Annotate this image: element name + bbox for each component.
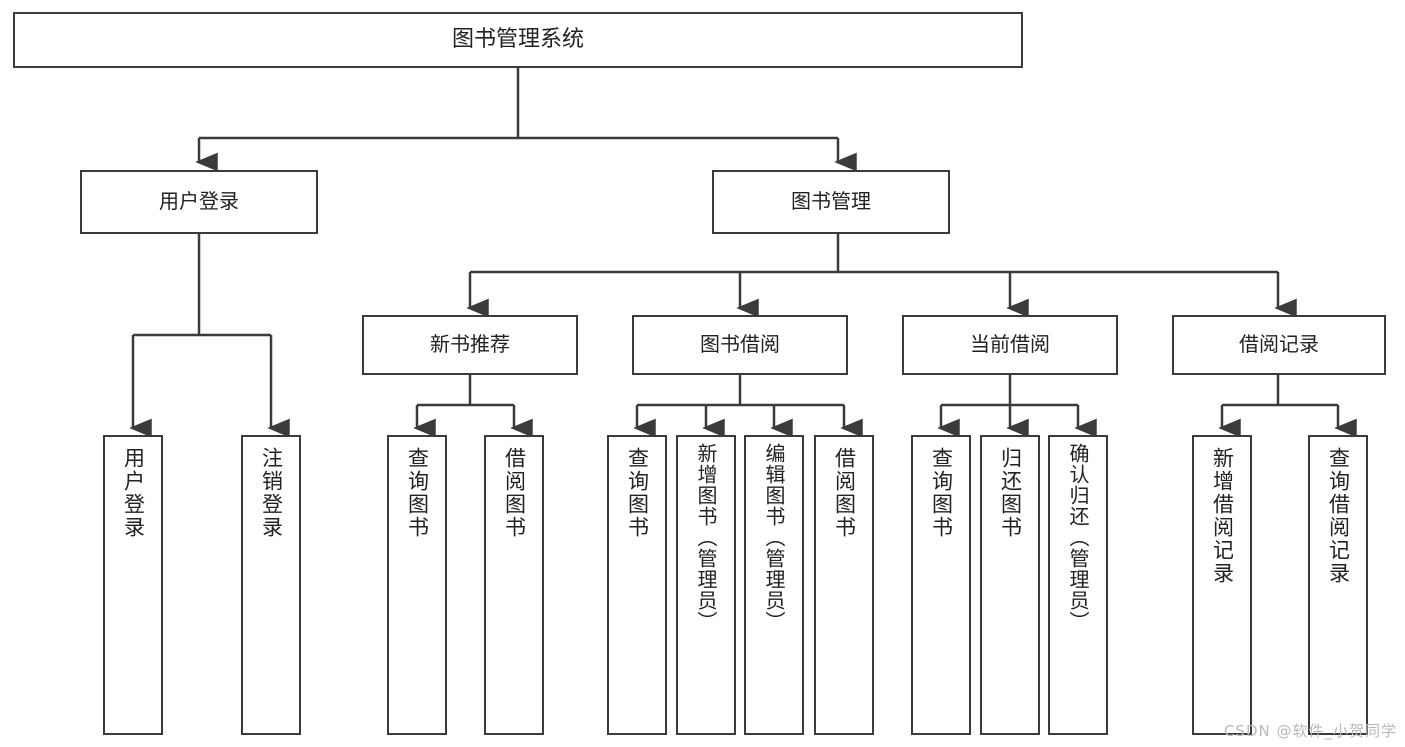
node-leaf-query-book-3[interactable]: 查询图书	[911, 435, 971, 735]
node-leaf-confirm-return-label: 确认归还（管理员）	[1066, 443, 1090, 632]
node-leaf-add-book-label: 新增图书（管理员）	[694, 443, 718, 632]
node-leaf-borrow-book-2[interactable]: 借阅图书	[814, 435, 874, 735]
node-leaf-user-login-label: 用户登录	[121, 447, 146, 539]
node-user-login-label: 用户登录	[159, 189, 239, 214]
node-new-book-recommend[interactable]: 新书推荐	[362, 315, 578, 375]
node-book-manage[interactable]: 图书管理	[712, 170, 950, 234]
node-leaf-borrow-book-2-label: 借阅图书	[832, 447, 857, 539]
node-leaf-edit-book-label: 编辑图书（管理员）	[762, 443, 786, 632]
node-root[interactable]: 图书管理系统	[13, 12, 1023, 68]
node-leaf-edit-book[interactable]: 编辑图书（管理员）	[744, 435, 804, 735]
node-leaf-query-record-label: 查询借阅记录	[1326, 447, 1351, 585]
node-root-label: 图书管理系统	[451, 27, 584, 53]
node-leaf-query-record[interactable]: 查询借阅记录	[1308, 435, 1368, 735]
node-leaf-return-book-label: 归还图书	[998, 447, 1023, 539]
node-book-borrow-label: 图书借阅	[700, 332, 780, 357]
node-borrow-record[interactable]: 借阅记录	[1172, 315, 1386, 375]
node-leaf-return-book[interactable]: 归还图书	[980, 435, 1040, 735]
node-borrow-record-label: 借阅记录	[1239, 332, 1319, 357]
node-leaf-query-book-3-label: 查询图书	[929, 447, 954, 539]
node-new-book-recommend-label: 新书推荐	[430, 332, 510, 357]
node-leaf-query-book-2[interactable]: 查询图书	[607, 435, 667, 735]
node-leaf-borrow-book-1-label: 借阅图书	[502, 447, 527, 539]
node-leaf-add-record-label: 新增借阅记录	[1210, 447, 1235, 585]
node-leaf-logout-login[interactable]: 注销登录	[241, 435, 301, 735]
node-user-login[interactable]: 用户登录	[80, 170, 318, 234]
node-leaf-confirm-return[interactable]: 确认归还（管理员）	[1048, 435, 1108, 735]
node-leaf-add-record[interactable]: 新增借阅记录	[1192, 435, 1252, 735]
node-leaf-query-book-1[interactable]: 查询图书	[387, 435, 447, 735]
node-leaf-query-book-1-label: 查询图书	[405, 447, 430, 539]
node-leaf-add-book[interactable]: 新增图书（管理员）	[676, 435, 736, 735]
node-leaf-borrow-book-1[interactable]: 借阅图书	[484, 435, 544, 735]
node-leaf-user-login[interactable]: 用户登录	[103, 435, 163, 735]
node-leaf-logout-login-label: 注销登录	[259, 447, 284, 539]
node-leaf-query-book-2-label: 查询图书	[625, 447, 650, 539]
node-book-manage-label: 图书管理	[791, 189, 871, 214]
node-current-borrow-label: 当前借阅	[970, 332, 1050, 357]
node-book-borrow[interactable]: 图书借阅	[632, 315, 848, 375]
node-current-borrow[interactable]: 当前借阅	[902, 315, 1118, 375]
